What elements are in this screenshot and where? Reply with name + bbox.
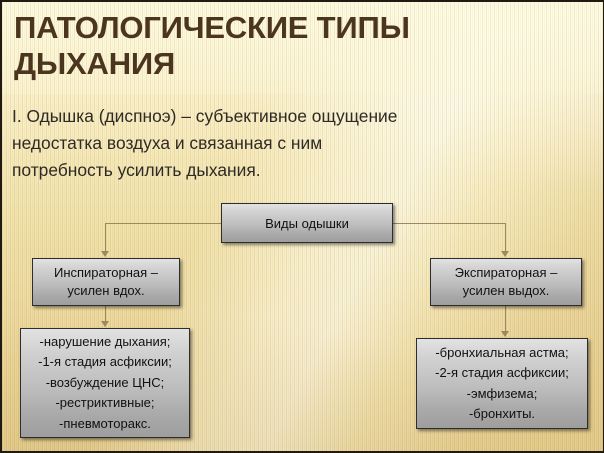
arrowhead-root-to-expiratory	[501, 251, 509, 257]
arrowhead-root-to-inspiratory	[101, 251, 109, 257]
connector-root-to-inspiratory-horizontal	[105, 223, 222, 224]
connector-expiratory-to-details-vertical	[505, 306, 506, 332]
node-root-types-of-dyspnea[interactable]: Виды одышки	[221, 203, 393, 243]
connector-inspiratory-to-details-vertical	[105, 306, 106, 322]
body-paragraph: I. Одышка (диспноэ) – субъективное ощуще…	[12, 106, 398, 180]
connector-root-to-expiratory-horizontal	[392, 223, 506, 224]
arrowhead-inspiratory-to-details	[101, 321, 109, 327]
page-title: ПАТОЛОГИЧЕСКИЕ ТИПЫ ДЫХАНИЯ	[14, 10, 410, 81]
arrowhead-expiratory-to-details	[501, 331, 509, 337]
connector-root-to-expiratory-vertical	[505, 223, 506, 252]
node-inspiratory-details[interactable]: -нарушение дыхания; -1-я стадия асфиксии…	[20, 328, 190, 438]
node-inspiratory[interactable]: Инспираторная – усилен вдох.	[32, 258, 180, 306]
node-expiratory[interactable]: Экспираторная – усилен выдох.	[430, 258, 582, 306]
connector-root-to-inspiratory-vertical	[105, 223, 106, 252]
node-expiratory-details[interactable]: -бронхиальная астма; -2-я стадия асфикси…	[416, 338, 588, 429]
